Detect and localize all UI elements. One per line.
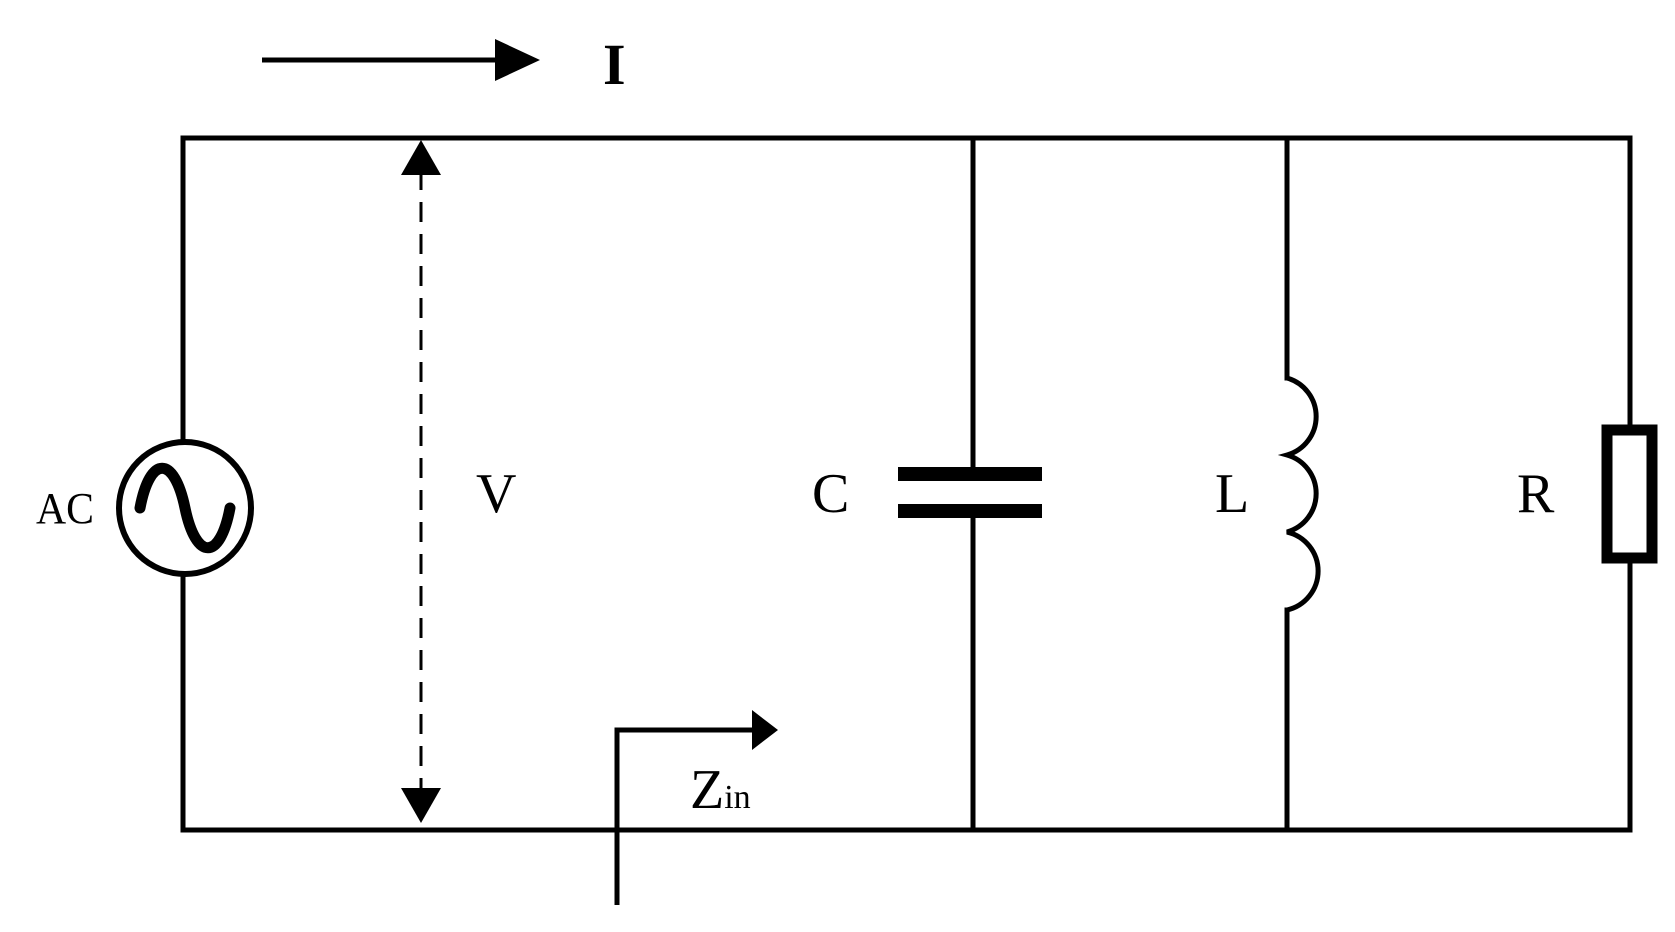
inductor-label: L — [1215, 463, 1249, 525]
source-label: AC — [36, 484, 94, 533]
inductor-icon — [1277, 375, 1321, 613]
impedance-label-subscript: in — [724, 779, 750, 816]
current-label: I — [603, 32, 626, 97]
resistor-label: R — [1517, 463, 1555, 525]
resistor-icon — [1601, 424, 1658, 564]
voltage-arrow — [401, 140, 441, 823]
impedance-reference-arrow — [614, 710, 778, 905]
circuit-wires — [180, 135, 1633, 833]
impedance-label-main: Z — [690, 759, 724, 821]
capacitor-label: C — [812, 463, 849, 525]
voltage-label: V — [476, 463, 516, 525]
impedance-label: Zin — [690, 759, 751, 821]
capacitor-icon — [898, 467, 1042, 518]
current-arrow — [262, 39, 540, 81]
ac-source-icon — [116, 439, 254, 577]
